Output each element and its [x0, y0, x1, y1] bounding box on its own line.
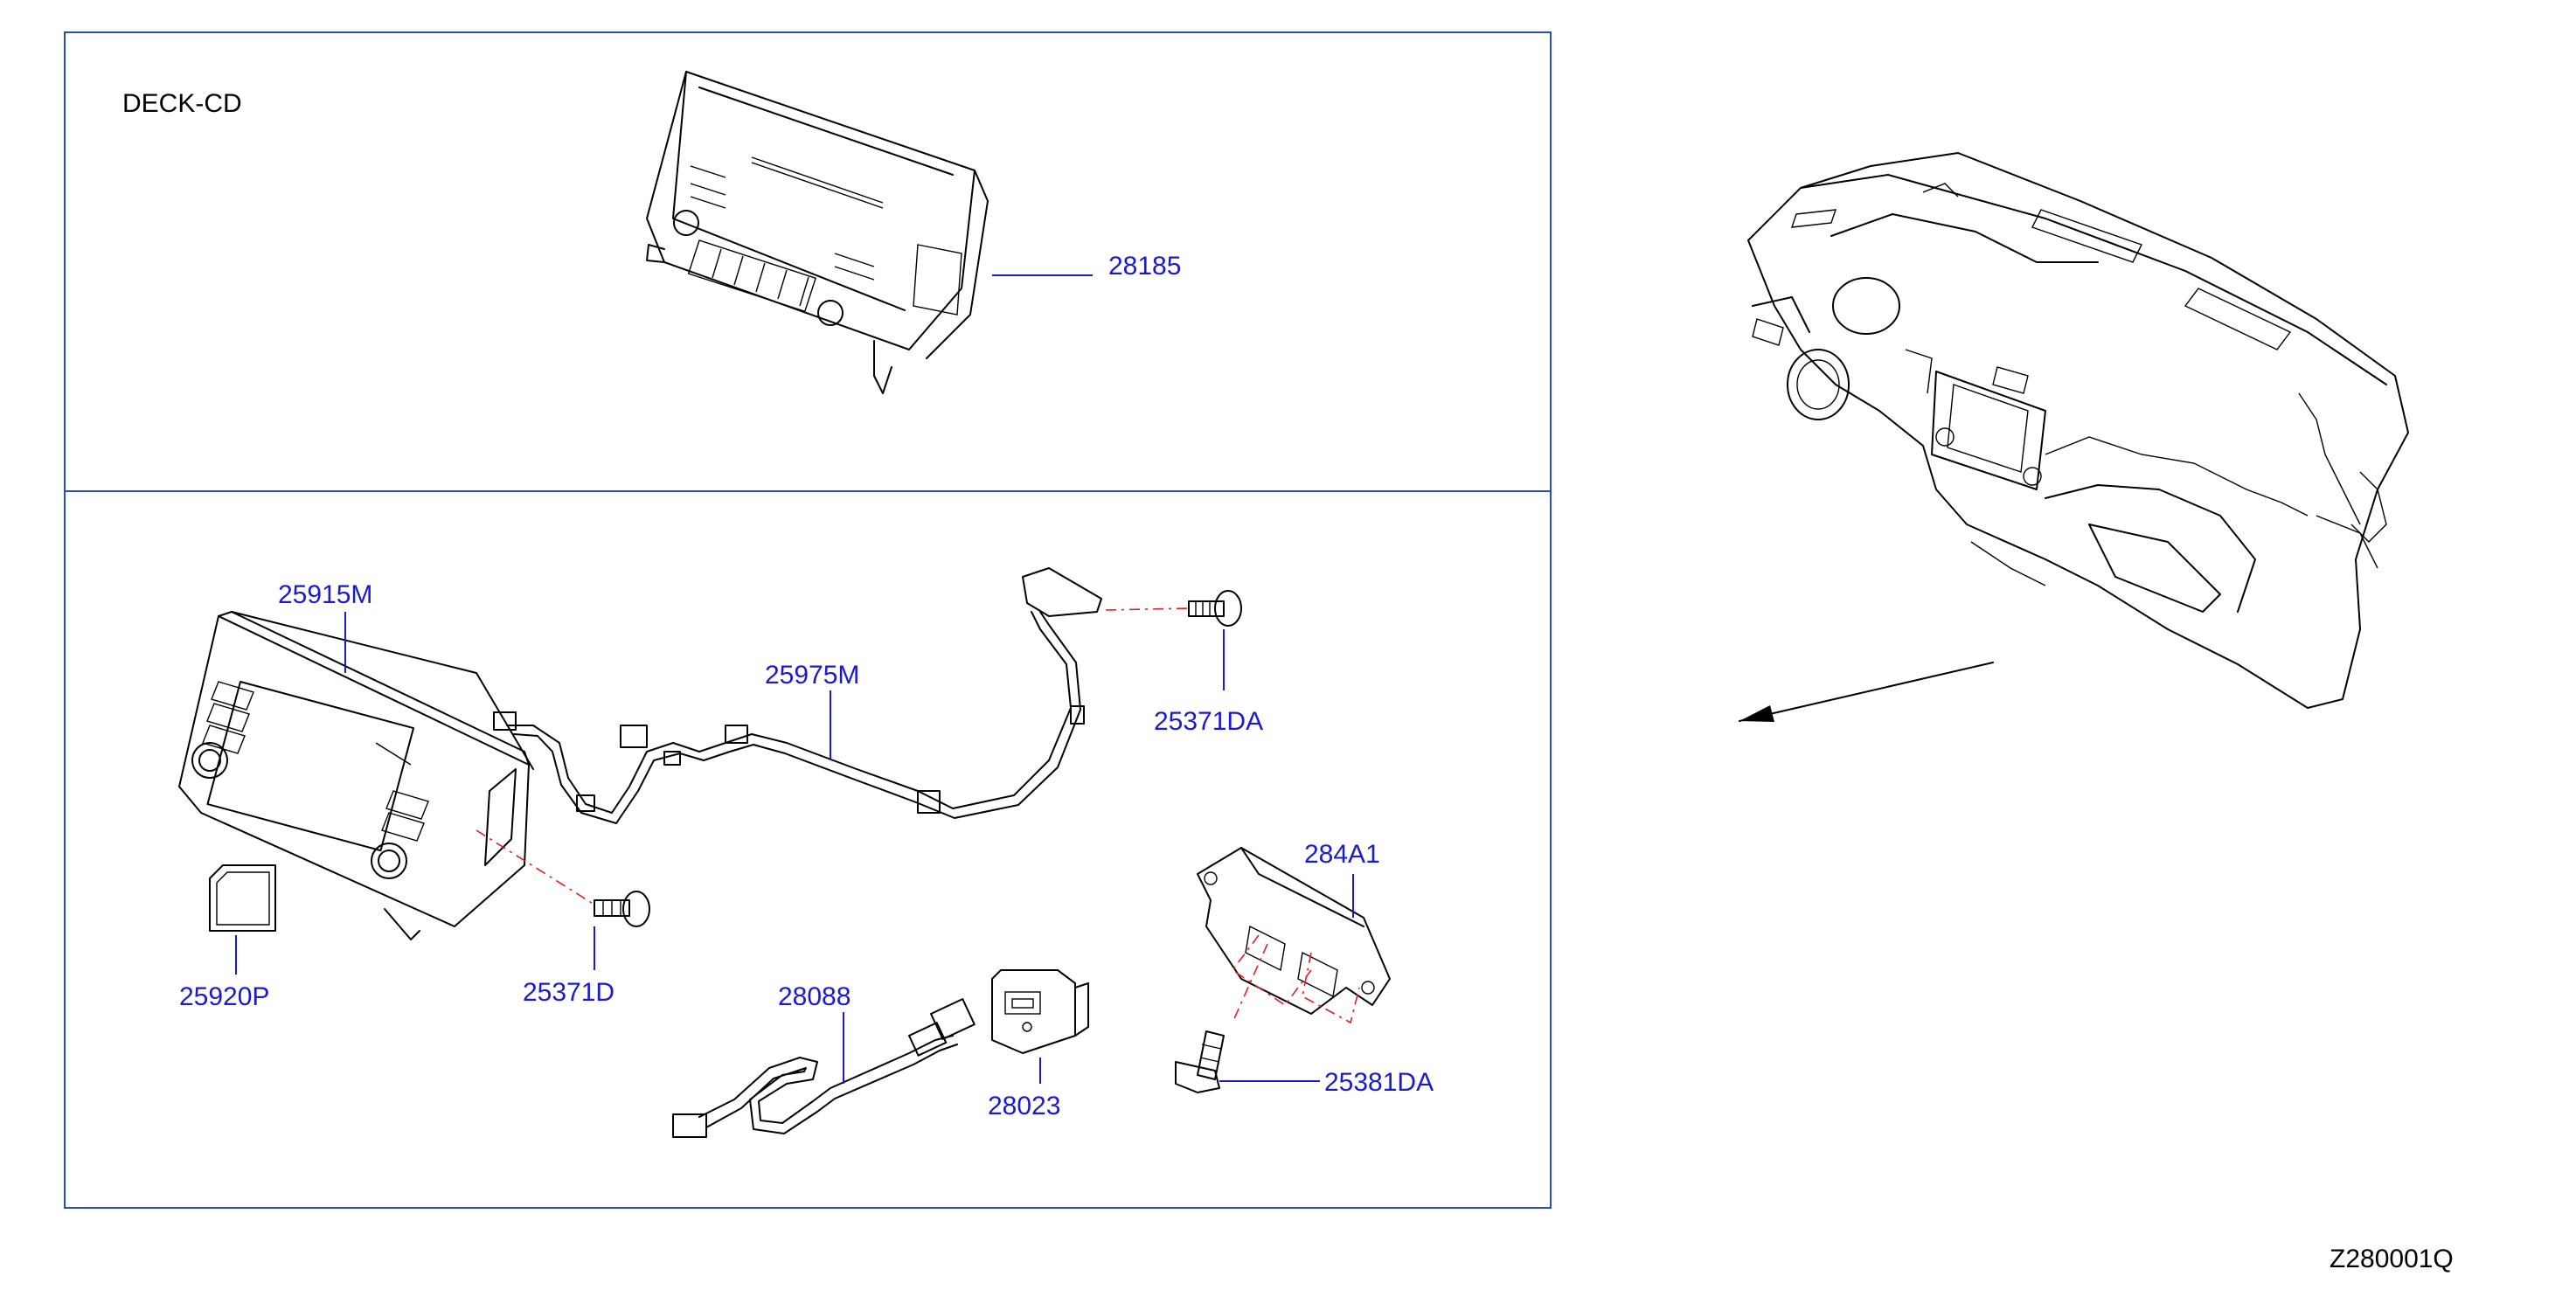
dash-25371DA: [1105, 607, 1190, 611]
part-label-25371D: 25371D: [523, 978, 614, 1007]
clip-25381DA-drawing: [1175, 1030, 1225, 1093]
bracket-284A1-drawing: [1197, 847, 1391, 1015]
direction-arrow-line: [1739, 662, 1994, 722]
direction-arrow-head: [1739, 705, 1774, 722]
usb-cable-drawing: [672, 998, 976, 1138]
sd-card-drawing: [209, 864, 276, 932]
dashboard-overview-drawing: [1747, 152, 2409, 709]
dash-25371D: [476, 829, 595, 905]
part-label-284A1: 284A1: [1304, 840, 1380, 869]
dash-284A1-right: [1302, 952, 1360, 1024]
head-unit-drawing: [178, 611, 534, 940]
part-label-28185: 28185: [1108, 252, 1181, 281]
harness-drawing: [493, 567, 1102, 824]
part-label-28023: 28023: [988, 1092, 1060, 1120]
screw-25371D-drawing: [594, 891, 650, 927]
part-label-25915M: 25915M: [278, 580, 372, 609]
part-label-25920P: 25920P: [179, 982, 269, 1011]
diagram-code: Z280001Q: [2330, 1245, 2454, 1273]
part-label-25371DA: 25371DA: [1154, 707, 1263, 736]
screw-25371DA-drawing: [1188, 590, 1242, 627]
part-label-28088: 28088: [778, 982, 851, 1011]
dash-284A1-screw: [1232, 943, 1268, 1023]
part-label-25975M: 25975M: [765, 661, 859, 690]
dash-284A1-left: [1231, 934, 1312, 1007]
usb-port-drawing: [991, 969, 1089, 1054]
upper-frame: [64, 31, 1552, 492]
cd-deck-drawing: [646, 71, 989, 394]
section-title: DECK-CD: [122, 89, 242, 118]
part-label-25381DA: 25381DA: [1324, 1068, 1434, 1097]
lower-frame: [64, 490, 1552, 1209]
